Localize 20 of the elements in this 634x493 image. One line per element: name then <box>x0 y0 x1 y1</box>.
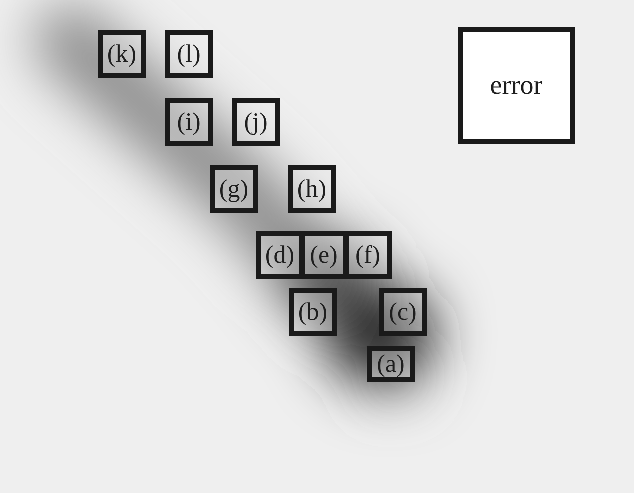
box-label: (k) <box>107 42 137 66</box>
box-label: (b) <box>298 300 328 324</box>
box-label: (d) <box>265 242 295 268</box>
box-label: (a) <box>377 352 405 376</box>
label-box <box>210 165 258 213</box>
label-box <box>232 98 280 146</box>
label-box <box>165 98 213 146</box>
box-label: (i) <box>177 110 201 134</box>
box-label: (g) <box>219 176 249 202</box>
box-label: (f) <box>356 242 380 268</box>
box-label: (l) <box>177 42 201 66</box>
box-label: (h) <box>297 176 327 202</box>
label-box <box>288 165 336 213</box>
label-box <box>98 30 146 78</box>
box-label: (e) <box>310 242 338 268</box>
box-label: (j) <box>244 110 268 134</box>
box-label: (c) <box>389 300 417 324</box>
label-box <box>289 288 337 336</box>
label-box <box>165 30 213 78</box>
status-box <box>458 27 575 144</box>
